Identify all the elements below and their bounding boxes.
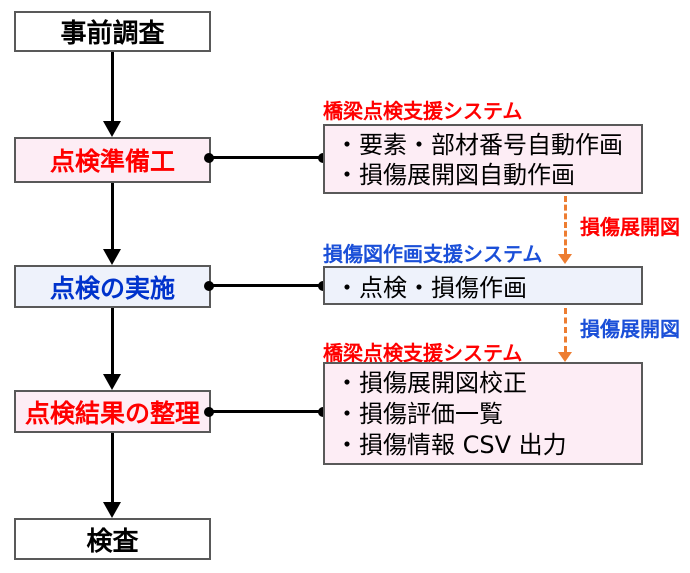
flow-step-preliminary-survey: 事前調査 [14, 11, 211, 52]
data-flow-label-damage-drawing: 損傷展開図 [580, 215, 680, 239]
down-arrow-line [111, 308, 114, 374]
panel-item: ・損傷情報 CSV 出力 [335, 431, 567, 459]
connector-line [211, 156, 323, 159]
down-arrow-head-icon [103, 374, 121, 390]
flow-step-label: 事前調査 [60, 19, 165, 49]
down-arrow-line [111, 52, 114, 121]
panel-item: ・損傷評価一覧 [335, 400, 503, 428]
flow-step-results-organization: 点検結果の整理 [14, 390, 211, 433]
down-arrow-head-icon [103, 121, 121, 137]
panel-item: ・点検・損傷作画 [335, 274, 527, 302]
system-label-bridge-inspection-support: 橋梁点検支援システム [323, 341, 523, 365]
connector-endpoint-dot [204, 407, 214, 417]
flow-step-label: 点検準備工 [49, 147, 175, 176]
flow-step-inspection: 検査 [14, 518, 211, 560]
flow-step-label: 点検結果の整理 [24, 398, 200, 428]
system-panel-bridge-inspection-support: ・要素・部材番号自動作画 ・損傷展開図自動作画 [323, 124, 643, 194]
connector-endpoint-dot [204, 281, 214, 291]
system-panel-bridge-inspection-support: ・損傷展開図校正 ・損傷評価一覧 ・損傷情報 CSV 出力 [323, 362, 643, 465]
system-label-bridge-inspection-support: 橋梁点検支援システム [323, 99, 523, 123]
dashed-flow-arrow-head-icon [558, 254, 572, 264]
dashed-flow-arrow-head-icon [558, 352, 572, 362]
flow-step-inspection-implementation: 点検の実施 [14, 265, 211, 308]
connector-line [211, 410, 323, 413]
panel-item: ・損傷展開図自動作画 [335, 161, 575, 189]
connector-line [211, 284, 323, 287]
panel-item: ・損傷展開図校正 [335, 369, 527, 397]
flow-step-label: 検査 [86, 526, 139, 557]
dashed-flow-arrow-line [564, 308, 567, 352]
down-arrow-line [111, 183, 114, 249]
system-panel-damage-drawing-support: ・点検・損傷作画 [323, 266, 643, 305]
connector-endpoint-dot [204, 153, 214, 163]
data-flow-label-damage-drawing: 損傷展開図 [580, 317, 680, 341]
system-label-damage-drawing-support: 損傷図作画支援システム [323, 242, 543, 266]
flow-step-inspection-preparation: 点検準備工 [14, 137, 211, 183]
down-arrow-head-icon [103, 249, 121, 265]
down-arrow-head-icon [103, 502, 121, 518]
flow-step-label: 点検の実施 [49, 273, 175, 303]
panel-item: ・要素・部材番号自動作画 [335, 131, 623, 159]
dashed-flow-arrow-line [564, 196, 567, 254]
down-arrow-line [111, 433, 114, 502]
